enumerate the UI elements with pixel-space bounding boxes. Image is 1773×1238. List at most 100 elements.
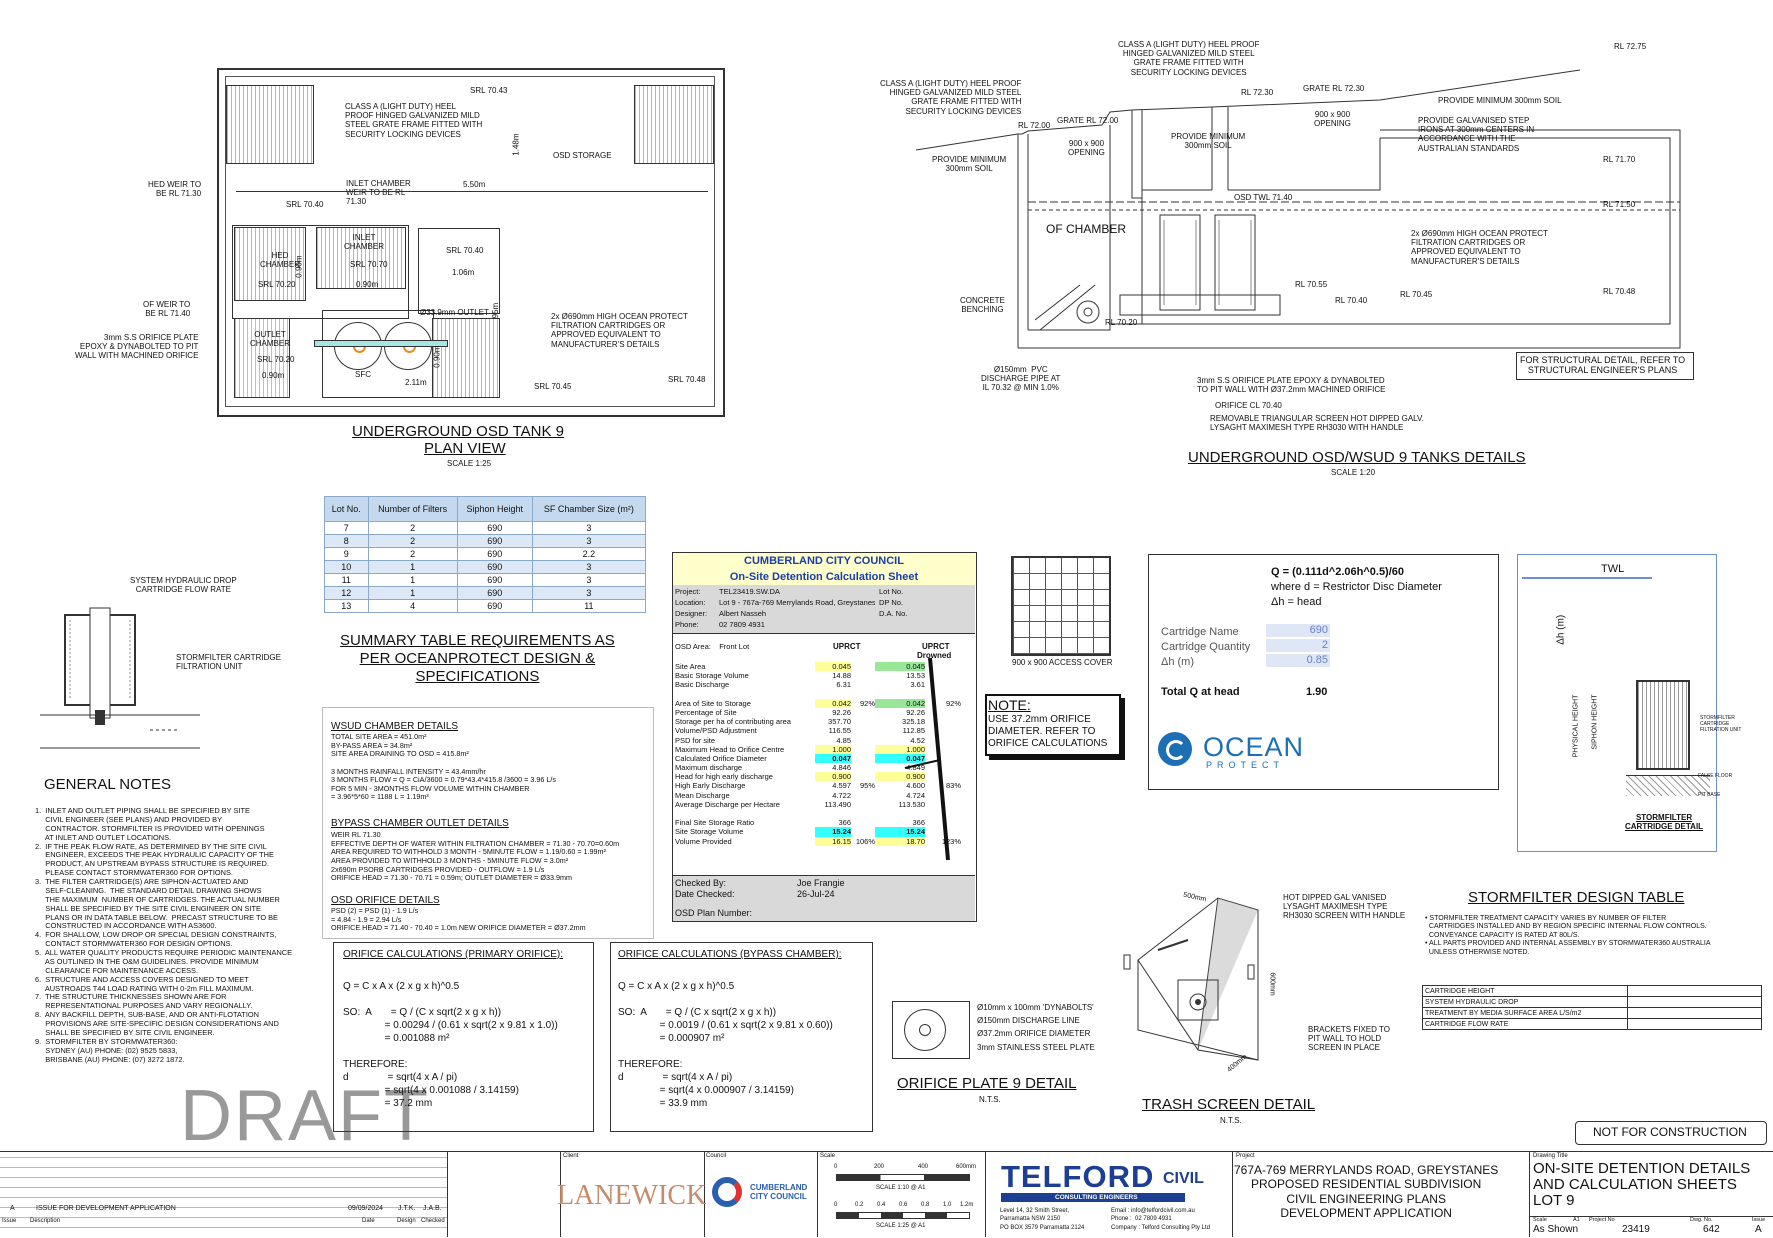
scale-b-2: 0.4 xyxy=(877,1202,886,1208)
total-q-lbl: Total Q at head xyxy=(1161,686,1240,698)
td-opening-b: 900 x 900 OPENING xyxy=(1314,110,1351,129)
osd-cell: 4.600 xyxy=(906,781,925,791)
cumberland-logo-icon xyxy=(712,1177,742,1207)
access-cover-label: 900 x 900 ACCESS COVER xyxy=(1012,658,1113,667)
label-srl-7020b: SRL 70.20 xyxy=(257,355,295,364)
cell xyxy=(1627,996,1762,1008)
cartridge-drop-svg xyxy=(40,607,200,749)
label-211: 2.11m xyxy=(405,378,427,387)
osd-cell xyxy=(851,745,875,754)
outlet-chamber-area xyxy=(234,318,290,398)
osd-cell: Volume/PSD Adjustment xyxy=(675,726,757,736)
design-table-notes: • STORMFILTER TREATMENT CAPACITY VARIES … xyxy=(1425,915,1711,956)
label-outlet: Ø33.9mm OUTLET xyxy=(420,308,489,317)
scale-b-label: SCALE 1:25 @ A1 xyxy=(876,1223,926,1229)
td-class-a-top: CLASS A (LIGHT DUTY) HEEL PROOF HINGED G… xyxy=(1118,40,1260,77)
calc-bypass-box xyxy=(610,942,873,1132)
rev-checked: J.A.B. xyxy=(423,1205,442,1212)
osd-cell xyxy=(851,680,875,689)
td-grate-7200: GRATE RL 72.00 xyxy=(1057,116,1119,125)
drawing-title: ON-SITE DETENTION DETAILS AND CALCULATIO… xyxy=(1533,1160,1751,1209)
trash-brackets: BRACKETS FIXED TO PIT WALL TO HOLD SCREE… xyxy=(1308,1025,1390,1053)
label-090b: 0.90m xyxy=(356,280,379,289)
osd-cell: Mean Discharge xyxy=(675,790,730,800)
calc-bypass-text: Q = C x A x (2 x g x h)^0.5 SO: A = Q / … xyxy=(618,981,833,1109)
osd-cell: 106% xyxy=(855,836,875,846)
label-srl-7070: SRL 70.70 xyxy=(350,260,388,269)
cell: 11 xyxy=(531,599,647,613)
cell: CARTRIDGE FLOW RATE xyxy=(1422,1018,1628,1030)
td-pvc: Ø150mm PVC DISCHARGE PIPE AT IL 70.32 @ … xyxy=(981,365,1061,393)
cell: 3 xyxy=(531,521,647,535)
osd-cell: 15.24 xyxy=(815,827,851,837)
summary-table-title: SUMMARY TABLE REQUIREMENTS AS PER OCEANP… xyxy=(340,632,615,685)
osd-cell: 6.31 xyxy=(836,680,851,690)
osd-designer-lbl: Designer: xyxy=(675,609,708,618)
osd-cell: 0.047 xyxy=(875,753,925,764)
td-grate-7230: GRATE RL 72.30 xyxy=(1303,84,1365,93)
cd-dh: Δh (m) xyxy=(1555,614,1567,645)
cd-twl-line xyxy=(1522,577,1652,579)
calc-bypass-title: ORIFICE CALCULATIONS (BYPASS CHAMBER): xyxy=(618,949,842,960)
col-lot: Lot No. xyxy=(324,496,369,522)
osd-cell: 15.24 xyxy=(875,827,925,837)
osd-cell: 4.597 xyxy=(832,781,851,791)
orifice-l1: Ø10mm x 100mm 'DYNABOLTS' xyxy=(977,1003,1094,1012)
orifice-l4: 3mm STAINLESS STEEL PLATE xyxy=(977,1043,1095,1052)
osd-checked-block: Checked By: Joe Frangie Date Checked: 26… xyxy=(673,875,975,921)
osd-cell: 0.042 xyxy=(815,698,851,708)
calc-primary-text: Q = C x A x (2 x g x h)^0.5 SO: A = Q / … xyxy=(343,981,558,1109)
osd-cell: 4.722 xyxy=(832,790,851,800)
osd-cell: Head for high early discharge xyxy=(675,772,773,782)
cd-title: STORMFILTER CARTRIDGE DETAIL xyxy=(1625,813,1704,832)
osd-cell: 123% xyxy=(941,836,961,846)
osd-cell: 1.000 xyxy=(875,744,925,754)
proj-no-lbl: Project No xyxy=(1589,1217,1615,1223)
plan-view-title: UNDERGROUND OSD TANK 9 xyxy=(352,423,564,440)
cd-pit-base: PIT BASE xyxy=(1698,792,1721,798)
osd-cell xyxy=(851,809,875,818)
osd-cell: Final Site Storage Ratio xyxy=(675,818,755,828)
td-opening-a: 900 x 900 OPENING xyxy=(1068,139,1105,158)
summary-table-header: Lot No. Number of Filters Siphon Height … xyxy=(324,496,647,522)
cell: 2.2 xyxy=(531,547,647,561)
firm-name: TELFORD xyxy=(1001,1159,1155,1194)
inlet-chamber-area xyxy=(316,227,406,289)
osd-cell: 0.900 xyxy=(815,772,851,782)
osd-cell: Average Discharge per Hectare xyxy=(675,799,780,809)
label-srl-7020a: SRL 70.20 xyxy=(258,280,296,289)
osd-area: Front Lot xyxy=(719,642,750,651)
osd-cell: 3.61 xyxy=(910,680,925,690)
plan-view-subtitle: PLAN VIEW xyxy=(424,440,506,457)
scale-a-label: SCALE 1:10 @ A1 xyxy=(876,1185,926,1191)
td-rl-7045: RL 70.45 xyxy=(1400,290,1433,299)
cartridge-drop-unit: STORMFILTER CARTRIDGE FILTRATION UNIT xyxy=(176,653,281,672)
scale-a-0: 0 xyxy=(834,1164,838,1170)
col-chamber: SF Chamber Size (m²) xyxy=(531,496,647,522)
osd-cell: 92.26 xyxy=(832,707,851,717)
osd-sheet-title: On-Site Detention Calculation Sheet xyxy=(729,571,919,583)
scale-b-4: 0.8 xyxy=(921,1202,930,1208)
cartridge-name: 690 xyxy=(1266,624,1330,637)
orifice-plate-title: ORIFICE PLATE 9 DETAIL xyxy=(897,1075,1077,1092)
osd-cell: PSD for site xyxy=(675,735,716,745)
council-lbl: Council xyxy=(706,1153,727,1159)
cartridge-dh: 0.85 xyxy=(1266,654,1330,667)
nfc-box xyxy=(1575,1121,1767,1145)
scale-b-6: 1.2m xyxy=(960,1202,974,1208)
note-title: NOTE: xyxy=(988,697,1031,713)
osd-cell xyxy=(851,772,875,781)
td-rl-7055: RL 70.55 xyxy=(1295,280,1328,289)
plan-outer-wall xyxy=(217,68,725,417)
label-hed-weir: HED WEIR TO BE RL 71.30 xyxy=(148,180,202,199)
cell: 4 xyxy=(367,599,458,613)
osd-cell: 325.18 xyxy=(902,717,925,727)
td-min-soil-b: PROVIDE MINIMUM 300mm SOIL xyxy=(1171,132,1246,151)
cell: TREATMENT BY MEDIA SURFACE AREA L/S/m2 xyxy=(1422,1007,1628,1019)
trash-screen-scale: N.T.S. xyxy=(1220,1116,1242,1125)
design-table-title: STORMFILTER DESIGN TABLE xyxy=(1468,889,1685,906)
